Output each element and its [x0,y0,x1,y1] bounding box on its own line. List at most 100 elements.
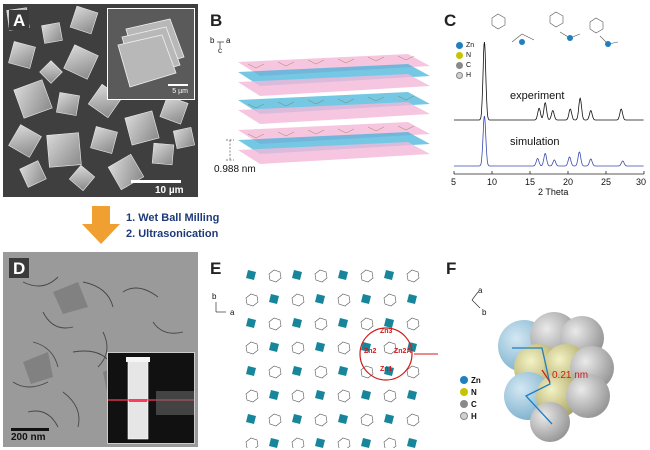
zn-tetrahedron [315,342,325,352]
zn-tetrahedron [246,366,256,376]
imidazolate-ring [291,437,305,448]
imidazolate-ring [291,389,305,403]
tem-scale-label: 200 nm [11,432,46,443]
legend-item: N [460,386,481,398]
zn-tetrahedron [292,366,302,376]
imidazolate-ring [406,365,420,379]
n-atom-icon [460,388,468,396]
imidazolate-ring [314,365,328,379]
zn-tetrahedron [315,438,325,448]
legend-item: H [460,410,481,422]
zn-tetrahedron [292,270,302,280]
legend-label: C [471,399,477,409]
n-atom-icon [456,51,463,59]
zn-atom-icon [460,376,468,384]
legend-label: C [466,61,472,69]
inset-scale-bar [168,84,188,86]
cuvette-tyndall-image [108,357,194,440]
imidazolate-ring [268,413,282,427]
zn-tetrahedron [407,390,417,400]
zn-tetrahedron [269,342,279,352]
experiment-series-line [454,41,644,121]
panel-a-inset: 5 µm [107,8,195,100]
panel-c-xrd: C Zn N C H experiment simulation 5 10 15… [440,2,648,198]
zn-tetrahedron [292,414,302,424]
molecule-sketch [491,11,619,45]
zn-tetrahedron [269,438,279,448]
panel-d-tem-image: D 200 nm [3,252,198,447]
distance-label: 0.21 nm [552,370,589,381]
xrd-chart [453,11,645,175]
zn-label: Zn2 [364,348,377,355]
panel-a-sem-image: 5 µm A 10 µm [3,4,198,197]
imidazolate-ring [383,389,397,403]
imidazolate-ring [291,293,305,307]
imidazolate-ring [314,269,328,283]
series-label-simulation: simulation [510,136,560,148]
axis-arrows [471,291,481,309]
imidazolate-ring [268,365,282,379]
panel-c-legend: Zn N C H [456,40,474,80]
zn-tetrahedron [338,318,348,328]
imidazolate-ring [314,317,328,331]
legend-label: H [471,411,477,421]
zn-label: Zn1 [380,366,393,373]
imidazolate-ring [337,437,351,448]
zn-tetrahedron [407,438,417,448]
imidazolate-ring [360,413,374,427]
zn-atom-icon [456,41,463,49]
axis-c-label: c [218,46,222,55]
zn-tetrahedron [269,390,279,400]
panel-d-inset-cuvette [107,352,195,444]
x-tick-label: 5 [451,177,457,187]
x-axis-label: 2 Theta [538,187,569,197]
zn-tetrahedron [292,318,302,328]
zn-tetrahedron [315,390,325,400]
main-scale-label: 10 µm [155,185,184,196]
process-step-1: 1. Wet Ball Milling [126,212,220,224]
zn-tetrahedron [407,294,417,304]
zn-tetrahedron [338,366,348,376]
inset-scale-label: 5 µm [172,88,188,95]
process-step-2: 2. Ultrasonication [126,228,219,240]
zn-tetrahedron [269,294,279,304]
simulation-series-line [454,115,644,167]
panel-c-label: C [444,11,457,30]
imidazolate-ring [268,317,282,331]
zn-tetrahedron [246,318,256,328]
legend-item: C [460,398,481,410]
zn-tetrahedron [338,270,348,280]
axis-a-label: a [478,286,483,295]
axis-arrows [215,302,226,313]
imidazolate-ring [337,389,351,403]
panel-d-label: D [9,258,30,278]
imidazolate-ring [406,317,420,331]
imidazolate-ring [245,293,259,307]
zn-tetrahedron [384,366,394,376]
legend-label: H [466,71,472,79]
legend-label: N [471,387,477,397]
imidazolate-ring [245,437,259,448]
imidazolate-ring [360,365,374,379]
series-label-experiment: experiment [510,90,565,102]
imidazolate-ring [360,269,374,283]
tem-scale-bar [11,428,49,431]
axis-b-label: b [482,308,487,317]
panel-f-spacefill: F a b 0.21 nm Zn N C H [442,256,648,448]
zn-label: Zn3 [380,328,393,335]
zn-tetrahedron [384,318,394,328]
zn-backbone-line [512,347,553,425]
zn-atom [567,35,573,41]
h-atom-icon [460,412,468,420]
zn-tetrahedron [361,390,371,400]
panel-e-label: E [210,259,222,278]
zn-atom [519,39,525,45]
layer-spacing-label: 0.988 nm [214,164,256,175]
legend-label: Zn [466,41,475,49]
zn-label: Zn2A [394,348,412,355]
axis-arrows [217,41,224,48]
zn-tetrahedron [407,342,417,352]
distance-arrow [541,369,551,383]
axis-b-label: b [212,292,217,301]
x-tick-label: 15 [525,177,536,187]
